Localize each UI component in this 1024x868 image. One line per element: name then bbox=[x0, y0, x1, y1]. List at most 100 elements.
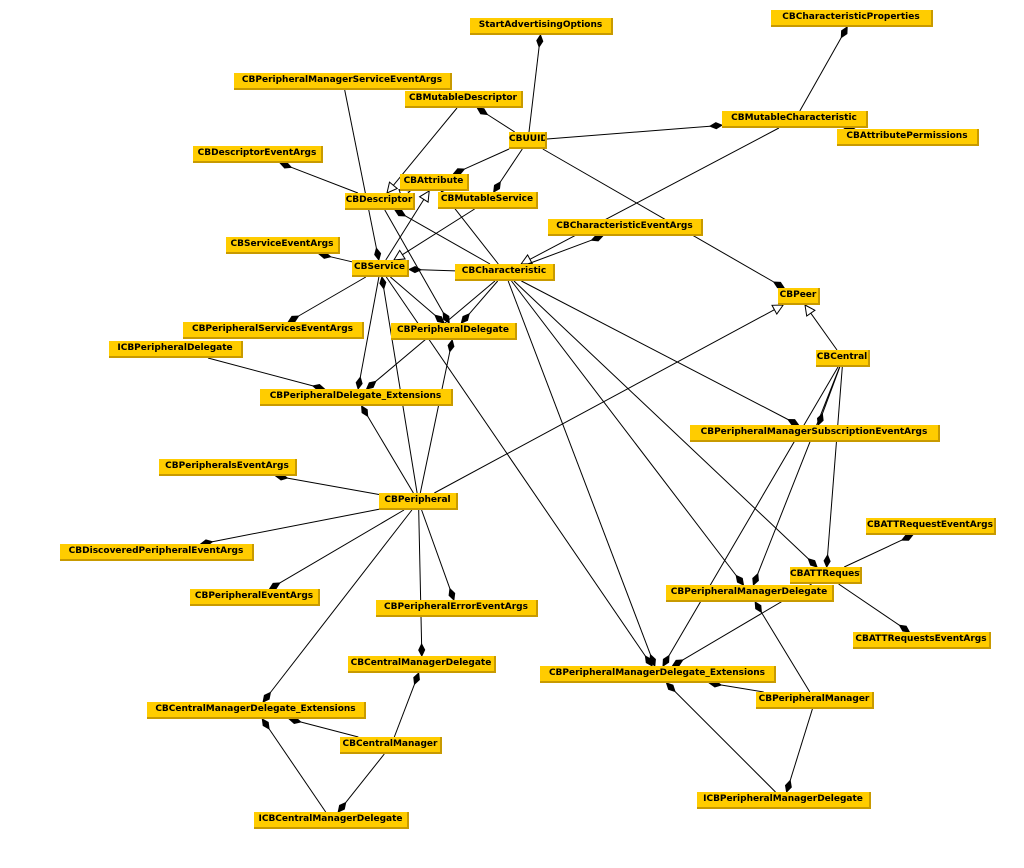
aggregation-diamond-icon bbox=[840, 26, 848, 39]
class-node-cb-peripheral-error-event-args[interactable]: CBPeripheralErrorEventArgs bbox=[376, 600, 538, 617]
class-node-cb-mutable-characteristic[interactable]: CBMutableCharacteristic bbox=[722, 111, 868, 128]
edge-cb-service-to-cb-peripheral-services-event-args bbox=[287, 276, 367, 323]
class-node-start-advertising-options[interactable]: StartAdvertisingOptions bbox=[470, 18, 613, 35]
aggregation-diamond-icon bbox=[787, 418, 800, 426]
class-node-icb-peripheral-manager-delegate[interactable]: ICBPeripheralManagerDelegate bbox=[697, 792, 871, 809]
class-node-cb-mutable-service[interactable]: CBMutableService bbox=[438, 192, 538, 209]
edge-cb-central-manager-to-cb-central-manager-delegate bbox=[393, 671, 420, 738]
edge-line bbox=[827, 366, 843, 556]
edge-line bbox=[393, 107, 458, 186]
aggregation-diamond-icon bbox=[671, 659, 684, 667]
aggregation-diamond-icon bbox=[374, 247, 382, 262]
class-node-cb-attribute-permissions[interactable]: CBAttributePermissions bbox=[837, 129, 979, 146]
inheritance-arrowhead-icon bbox=[418, 190, 430, 203]
class-node-cb-characteristic[interactable]: CBCharacteristic bbox=[455, 264, 555, 281]
aggregation-diamond-icon bbox=[476, 107, 489, 116]
edge-cb-mutable-descriptor-to-cb-descriptor bbox=[386, 107, 458, 194]
aggregation-diamond-icon bbox=[900, 534, 914, 541]
class-node-cb-mutable-descriptor[interactable]: CBMutableDescriptor bbox=[405, 91, 523, 108]
edge-line bbox=[542, 148, 775, 283]
edge-cb-characteristic-to-cb-peripheral-manager-delegate bbox=[511, 280, 745, 586]
class-node-cb-characteristic-event-args[interactable]: CBCharacteristicEventArgs bbox=[548, 219, 703, 236]
aggregation-diamond-icon bbox=[662, 654, 670, 667]
aggregation-diamond-icon bbox=[772, 281, 786, 289]
edge-line bbox=[418, 509, 423, 645]
edge-line bbox=[799, 37, 842, 112]
class-node-cb-peripheral-event-args[interactable]: CBPeripheralEventArgs bbox=[190, 589, 320, 606]
class-node-cb-peripheral-manager-subscription-event-args[interactable]: CBPeripheralManagerSubscriptionEventArgs bbox=[690, 425, 940, 442]
edge-line bbox=[385, 199, 425, 261]
aggregation-diamond-icon bbox=[337, 801, 347, 813]
class-node-cbatt-requests-event-args[interactable]: CBATTRequestsEventArgs bbox=[853, 632, 991, 649]
class-node-cb-central-manager-delegate[interactable]: CBCentralManagerDelegate bbox=[348, 656, 496, 673]
edge-line bbox=[421, 509, 451, 589]
class-node-cb-peripheral-manager-delegate[interactable]: CBPeripheralManagerDelegate bbox=[666, 585, 834, 602]
edge-cb-service-to-cb-peripheral-delegate-extensions bbox=[355, 276, 380, 391]
class-node-cb-service[interactable]: CBService bbox=[352, 260, 409, 277]
edge-cb-peripheral-to-cb-peripheral-event-args bbox=[268, 509, 405, 590]
edge-line bbox=[789, 708, 813, 781]
class-node-cb-descriptor[interactable]: CBDescriptor bbox=[345, 193, 415, 210]
class-node-cb-peripheral-delegate[interactable]: CBPeripheralDelegate bbox=[391, 323, 517, 340]
edge-cb-descriptor-to-cb-descriptor-event-args bbox=[279, 161, 359, 194]
edge-line bbox=[300, 721, 359, 738]
aggregation-diamond-icon bbox=[784, 779, 792, 794]
class-node-cb-peripheral-manager-service-event-args[interactable]: CBPeripheralManagerServiceEventArgs bbox=[234, 73, 452, 90]
edge-line bbox=[344, 89, 377, 249]
edge-line bbox=[499, 148, 523, 183]
class-node-cb-peripheral-services-event-args[interactable]: CBPeripheralServicesEventArgs bbox=[183, 322, 364, 339]
edge-line bbox=[810, 312, 838, 351]
class-node-icb-central-manager-delegate[interactable]: ICBCentralManagerDelegate bbox=[254, 812, 409, 829]
class-node-cb-central-manager-delegate-extensions[interactable]: CBCentralManagerDelegate_Extensions bbox=[147, 702, 366, 719]
edge-cb-peripheral-to-cb-peripheral-error-event-args bbox=[421, 509, 456, 602]
edge-line bbox=[402, 208, 475, 256]
class-node-icb-peripheral-delegate[interactable]: ICBPeripheralDelegate bbox=[109, 341, 243, 358]
edge-line bbox=[419, 351, 451, 494]
aggregation-diamond-icon bbox=[394, 209, 407, 217]
edge-line bbox=[721, 684, 764, 693]
class-node-cbuuid[interactable]: CBUUID bbox=[509, 132, 547, 149]
class-node-cb-attribute[interactable]: CBAttribute bbox=[400, 174, 469, 191]
aggregation-diamond-icon bbox=[413, 671, 420, 686]
aggregation-diamond-icon bbox=[287, 315, 300, 323]
edge-cbuuid-to-cb-mutable-descriptor bbox=[476, 107, 515, 133]
class-node-cbatt-request-event-args[interactable]: CBATTRequestEventArgs bbox=[866, 518, 996, 535]
edge-line bbox=[268, 728, 327, 813]
aggregation-diamond-icon bbox=[261, 718, 270, 730]
edge-line bbox=[487, 114, 515, 133]
edge-cb-peripheral-to-cb-service bbox=[379, 275, 418, 494]
class-node-cb-characteristic-properties[interactable]: CBCharacteristicProperties bbox=[771, 10, 933, 27]
class-node-cb-peripherals-event-args[interactable]: CBPeripheralsEventArgs bbox=[159, 459, 297, 476]
class-node-cb-peripheral[interactable]: CBPeripheral bbox=[379, 493, 458, 510]
edge-line bbox=[405, 215, 491, 265]
edge-cb-service-to-cb-attribute bbox=[385, 190, 430, 261]
edge-line bbox=[757, 366, 841, 574]
aggregation-diamond-icon bbox=[807, 558, 818, 568]
edge-line bbox=[527, 239, 592, 265]
class-node-cb-central[interactable]: CBCentral bbox=[816, 350, 870, 367]
aggregation-diamond-icon bbox=[361, 405, 369, 418]
edge-line bbox=[385, 276, 646, 657]
class-node-cb-peripheral-delegate-extensions[interactable]: CBPeripheralDelegate_Extensions bbox=[260, 389, 453, 406]
edge-line bbox=[507, 280, 651, 655]
aggregation-diamond-icon bbox=[262, 691, 272, 703]
class-node-cb-peripheral-manager-delegate-extensions[interactable]: CBPeripheralManagerDelegate_Extensions bbox=[540, 666, 776, 683]
class-node-cb-descriptor-event-args[interactable]: CBDescriptorEventArgs bbox=[193, 146, 323, 163]
class-node-cb-peripheral-manager[interactable]: CBPeripheralManager bbox=[756, 692, 874, 709]
inheritance-arrowhead-icon bbox=[804, 304, 816, 317]
class-node-cbatt-request[interactable]: CBATTRequest bbox=[790, 567, 862, 584]
aggregation-diamond-icon bbox=[823, 553, 831, 569]
class-node-cb-peer[interactable]: CBPeer bbox=[778, 288, 820, 305]
class-node-cb-central-manager[interactable]: CBCentralManager bbox=[340, 737, 442, 754]
edge-cb-peripheral-to-cb-peripheral-delegate bbox=[419, 338, 455, 494]
class-node-cb-service-event-args[interactable]: CBServiceEventArgs bbox=[226, 237, 340, 254]
edge-cb-characteristic-to-cb-peripheral-manager-subscription-event-args bbox=[521, 280, 800, 426]
class-node-cb-discovered-peripheral-event-args[interactable]: CBDiscoveredPeripheralEventArgs bbox=[60, 544, 254, 561]
edge-line bbox=[212, 508, 380, 543]
edge-cbuuid-to-cb-mutable-characteristic bbox=[546, 122, 724, 140]
edge-cb-peripheral-to-cb-peripheral-delegate-extensions bbox=[361, 405, 414, 494]
aggregation-diamond-icon bbox=[752, 572, 759, 587]
edge-line bbox=[291, 166, 359, 194]
